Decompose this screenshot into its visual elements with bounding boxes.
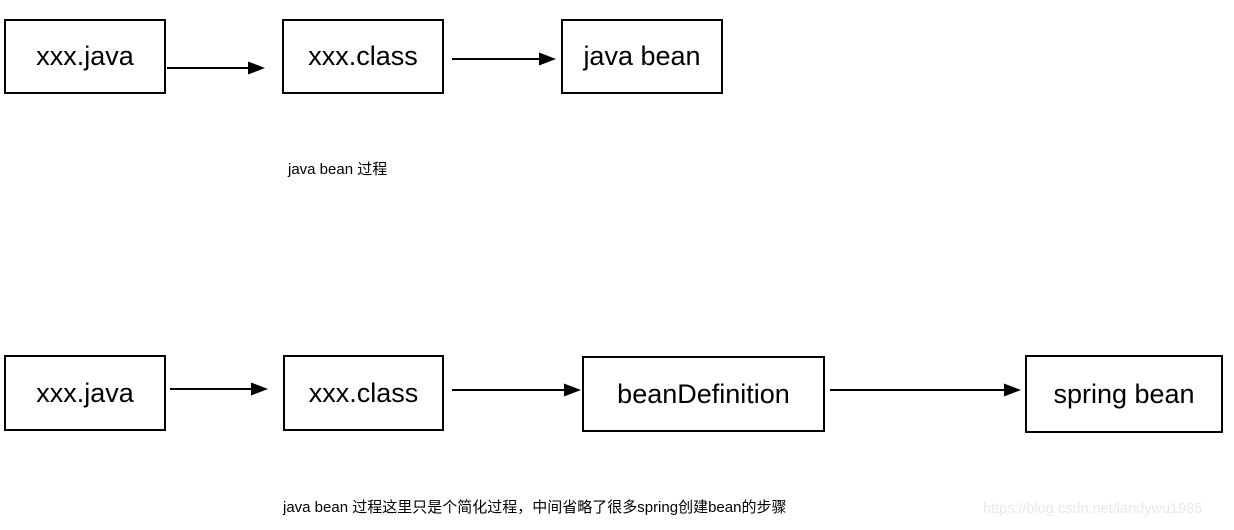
flow-bottom-node-spring-bean: spring bean — [1025, 355, 1223, 433]
flow-top-caption: java bean 过程 — [288, 161, 388, 178]
flow-bottom-node-xxx-java: xxx.java — [4, 355, 166, 431]
flow-bottom-caption: java bean 过程这里只是个简化过程，中间省略了很多spring创建bea… — [283, 499, 787, 516]
node-label: xxx.class — [308, 377, 419, 408]
flow-top-node-java-bean: java bean — [561, 19, 723, 94]
node-label: beanDefinition — [617, 378, 790, 409]
flow-arrow-icon — [170, 382, 268, 396]
node-label: spring bean — [1053, 378, 1195, 409]
flow-arrow-icon — [167, 61, 265, 75]
csdn-watermark: https://blog.csdn.net/landywu1985 — [983, 501, 1203, 517]
flow-bottom-node-xxx-class: xxx.class — [283, 355, 444, 431]
node-label: xxx.java — [36, 41, 134, 71]
flow-arrow-icon — [830, 383, 1021, 397]
flow-top-node-xxx-class: xxx.class — [282, 19, 444, 94]
flow-top-node-xxx-java: xxx.java — [4, 19, 166, 94]
node-label: xxx.class — [308, 41, 418, 71]
node-label: xxx.java — [36, 377, 134, 408]
flow-bottom-node-bean-definition: beanDefinition — [582, 356, 825, 432]
node-label: java bean — [583, 41, 701, 71]
flow-arrow-icon — [452, 383, 581, 397]
flow-arrow-icon — [452, 52, 556, 66]
